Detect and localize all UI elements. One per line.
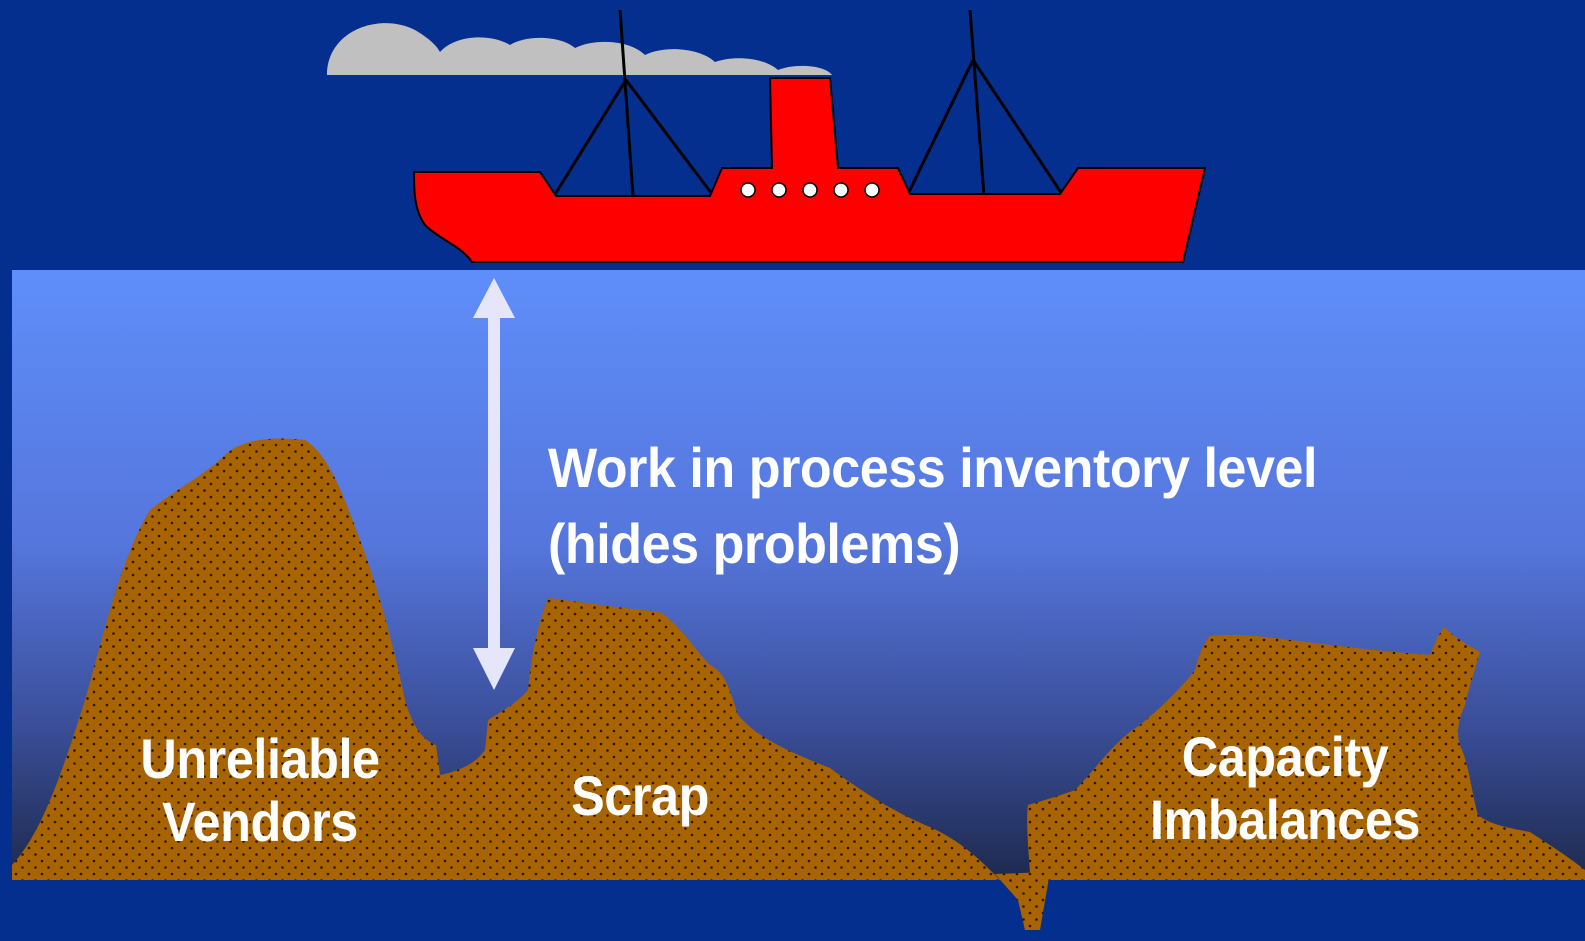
rock-spike xyxy=(995,872,1050,930)
ship-portholes xyxy=(740,182,880,198)
rock-label-line: Capacity xyxy=(1181,725,1389,788)
rock-label-capacity: Capacity Imbalances xyxy=(1137,725,1434,851)
rock-label-line: Scrap xyxy=(571,764,709,827)
rock-label-scrap: Scrap xyxy=(550,764,730,828)
smoke-cloud xyxy=(327,23,832,75)
wip-level-arrow xyxy=(473,278,515,690)
ship-masts xyxy=(552,9,1064,197)
rock-label-line: Imbalances xyxy=(1149,787,1421,851)
ship-hull xyxy=(412,77,1207,263)
wip-label-line1: Work in process inventory level xyxy=(548,436,1318,499)
wip-label-line2: (hides problems) xyxy=(548,512,961,576)
rock-label-line: Unreliable xyxy=(140,727,380,790)
rock-vendors-scrap xyxy=(12,438,1000,880)
rock-label-vendors: Unreliable Vendors xyxy=(134,727,386,853)
wip-inventory-label: Work in process inventory level (hides p… xyxy=(548,430,1317,582)
rock-capacity xyxy=(1027,627,1585,880)
rock-label-line: Vendors xyxy=(162,789,358,853)
